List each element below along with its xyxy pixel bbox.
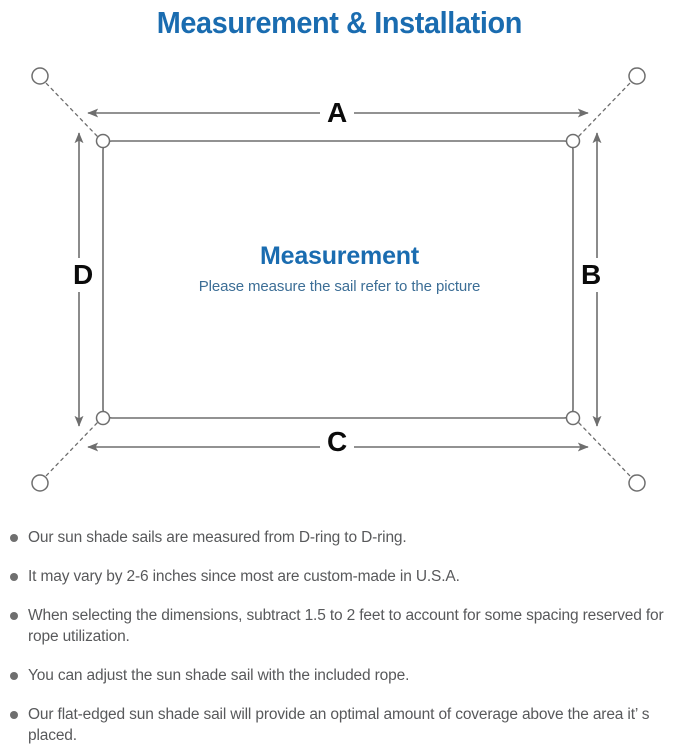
sail-body [102, 140, 574, 419]
dimension-label-c: C [320, 425, 355, 459]
list-item: When selecting the dimensions, subtract … [10, 605, 672, 647]
list-item: Our flat-edged sun shade sail will provi… [10, 704, 672, 746]
notes-list: Our sun shade sails are measured from D-… [0, 521, 679, 744]
anchor-point-bottom-right-icon [628, 474, 646, 492]
rope-line-top-left [44, 81, 98, 137]
list-item: Our sun shade sails are measured from D-… [10, 527, 672, 548]
d-ring-bottom-left-icon [95, 410, 111, 426]
bullet-icon [10, 534, 18, 542]
dimension-label-a: A [320, 96, 355, 130]
list-item: You can adjust the sun shade sail with t… [10, 665, 672, 686]
bullet-icon [10, 711, 18, 719]
d-ring-top-right-icon [565, 133, 581, 149]
rope-line-top-right [578, 81, 632, 137]
rope-line-bottom-left [44, 422, 98, 478]
rope-line-bottom-right [578, 422, 632, 478]
diagram-container: Measurement Please measure the sail refe… [0, 46, 679, 521]
bullet-icon [10, 573, 18, 581]
list-item-text: You can adjust the sun shade sail with t… [28, 667, 410, 684]
list-item-text: When selecting the dimensions, subtract … [28, 607, 664, 645]
d-ring-bottom-right-icon [565, 410, 581, 426]
list-item: It may vary by 2-6 inches since most are… [10, 566, 672, 587]
anchor-point-top-right-icon [628, 67, 646, 85]
sail-diagram-svg [31, 67, 646, 492]
list-item-text: It may vary by 2-6 inches since most are… [28, 568, 460, 585]
anchor-point-top-left-icon [31, 67, 49, 85]
page-title: Measurement & Installation [156, 5, 523, 40]
bullet-icon [10, 612, 18, 620]
dimension-label-b: B [574, 258, 609, 292]
page-title-bar: Measurement & Installation [0, 0, 679, 46]
list-item-text: Our sun shade sails are measured from D-… [28, 529, 407, 546]
bullet-icon [10, 672, 18, 680]
dimension-label-d: D [66, 258, 101, 292]
d-ring-top-left-icon [95, 133, 111, 149]
list-item-text: Our flat-edged sun shade sail will provi… [28, 706, 650, 744]
anchor-point-bottom-left-icon [31, 474, 49, 492]
